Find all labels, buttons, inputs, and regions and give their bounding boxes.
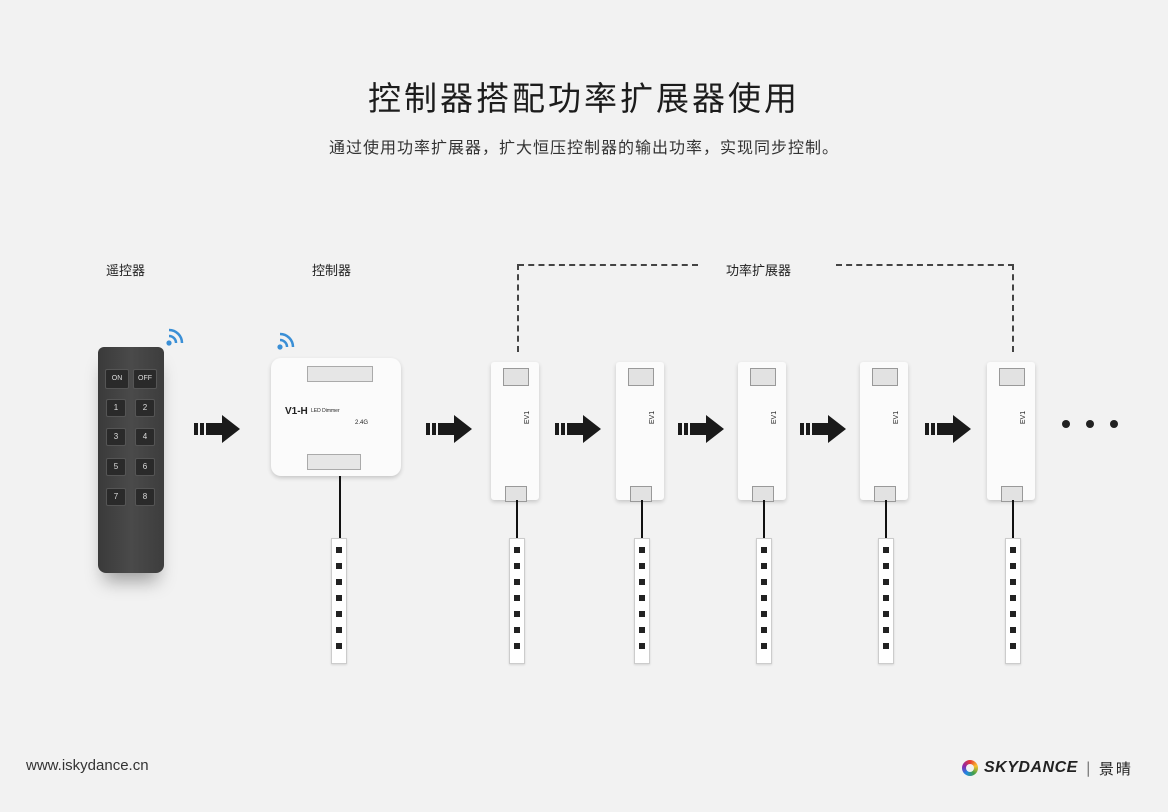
remote-button-6[interactable]: 6 xyxy=(135,458,155,476)
amplifier-model: EV1 xyxy=(893,410,901,425)
continuation-ellipsis xyxy=(1062,420,1118,428)
footer-url[interactable]: www.iskydance.cn xyxy=(26,757,149,774)
brand-name: SKYDANCE xyxy=(984,759,1078,776)
amplifier-3: EV1 xyxy=(738,362,786,502)
arrow-icon xyxy=(426,415,472,443)
led-strip xyxy=(509,538,525,664)
page-subtitle: 通过使用功率扩展器，扩大恒压控制器的输出功率，实现同步控制。 xyxy=(328,138,839,157)
amplifier-model: EV1 xyxy=(524,410,532,425)
led-strip xyxy=(756,538,772,664)
label-remote: 遥控器 xyxy=(106,264,146,279)
amplifier-1: EV1 xyxy=(491,362,539,502)
controller-model-desc: LED Dimmer xyxy=(311,408,340,414)
remote-button-3[interactable]: 3 xyxy=(106,428,126,446)
remote-button-2[interactable]: 2 xyxy=(135,399,155,417)
arrow-icon xyxy=(194,415,240,443)
arrow-icon xyxy=(925,415,971,443)
amp-bracket-left-drop xyxy=(517,264,519,352)
led-strip xyxy=(878,538,894,664)
amp-wire xyxy=(885,500,887,540)
remote-button-8[interactable]: 8 xyxy=(135,488,155,506)
controller-terminal-bottom xyxy=(307,454,361,470)
wifi-icon xyxy=(277,332,295,350)
arrow-icon xyxy=(678,415,724,443)
brand-name-cn: 景晴 xyxy=(1098,759,1133,778)
label-controller: 控制器 xyxy=(312,264,352,279)
remote-button-7[interactable]: 7 xyxy=(106,488,126,506)
controller-wire xyxy=(339,476,341,540)
label-amplifier: 功率扩展器 xyxy=(726,264,792,279)
remote-control: ON OFF 1 2 3 4 5 6 7 8 xyxy=(98,347,164,573)
remote-button-5[interactable]: 5 xyxy=(106,458,126,476)
amplifier-model: EV1 xyxy=(1020,410,1028,425)
remote-button-1[interactable]: 1 xyxy=(106,399,126,417)
amplifier-model: EV1 xyxy=(649,410,657,425)
controller-freq: 2.4G xyxy=(355,420,369,426)
wifi-icon xyxy=(166,328,184,346)
arrow-icon xyxy=(555,415,601,443)
amplifier-5: EV1 xyxy=(987,362,1035,502)
remote-off-button[interactable]: OFF xyxy=(133,369,157,389)
controller-device: V1-H LED Dimmer 2.4G xyxy=(271,358,401,476)
arrow-icon xyxy=(800,415,846,443)
led-strip xyxy=(634,538,650,664)
remote-on-button[interactable]: ON xyxy=(105,369,129,389)
brand-ring-icon xyxy=(962,760,978,776)
led-strip xyxy=(1005,538,1021,664)
amp-bracket-right-drop xyxy=(1012,264,1014,352)
led-strip xyxy=(331,538,347,664)
brand-separator: | xyxy=(1085,759,1091,777)
amp-bracket-left xyxy=(518,264,698,266)
page-title: 控制器搭配功率扩展器使用 xyxy=(368,79,800,118)
remote-button-4[interactable]: 4 xyxy=(135,428,155,446)
amp-bracket-right xyxy=(836,264,1014,266)
controller-terminal-top xyxy=(307,366,373,382)
amp-wire xyxy=(763,500,765,540)
amplifier-model: EV1 xyxy=(771,410,779,425)
amp-wire xyxy=(1012,500,1014,540)
amplifier-4: EV1 xyxy=(860,362,908,502)
brand-logo: SKYDANCE | 景晴 xyxy=(962,758,1133,778)
amp-wire xyxy=(516,500,518,540)
amplifier-2: EV1 xyxy=(616,362,664,502)
amp-wire xyxy=(641,500,643,540)
controller-model: V1-H xyxy=(285,406,308,417)
